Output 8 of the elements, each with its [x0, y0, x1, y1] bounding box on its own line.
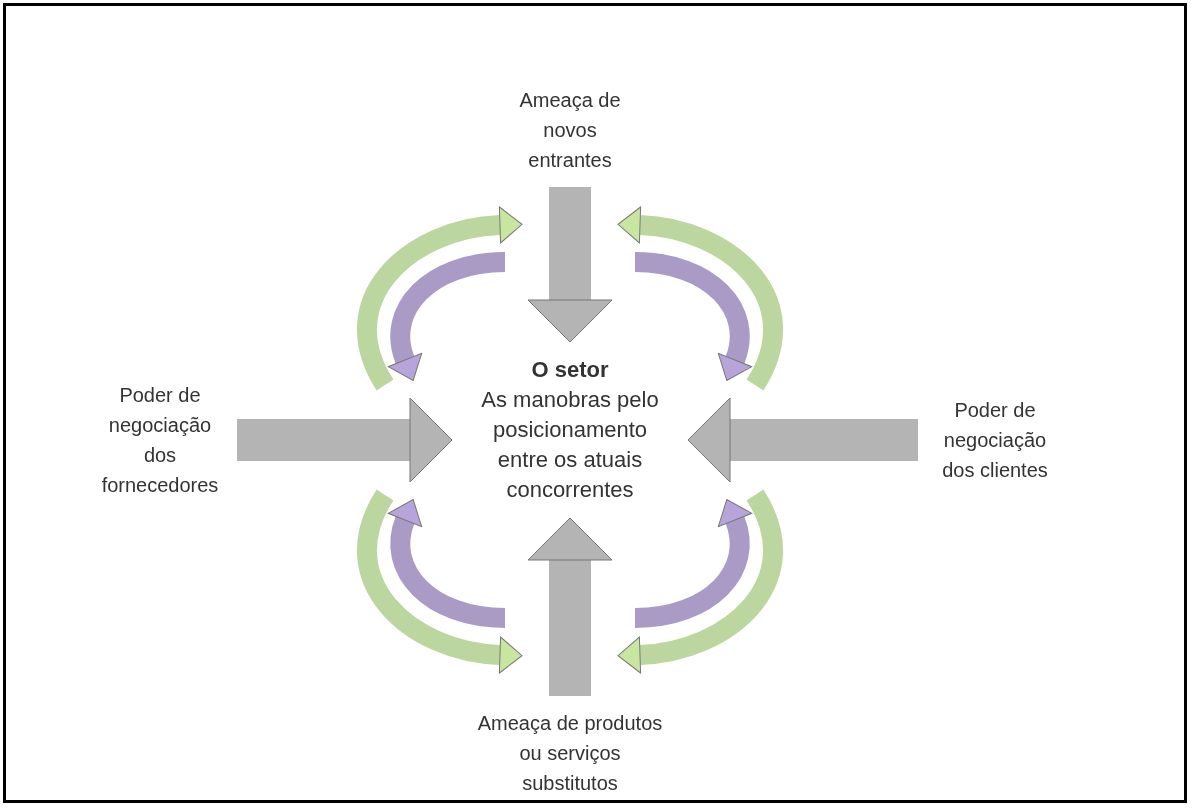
force-label: Ameaça de produtos ou serviços substitutos	[470, 708, 670, 798]
description: As manobras pelo posicionamento entre os atuais concorrentes	[480, 386, 660, 504]
force-label: Poder de negociação dos fornecedores	[95, 380, 225, 500]
block-arrow	[687, 397, 918, 483]
force-label: Ameaça de novos entrantes	[505, 85, 635, 175]
block-arrow	[237, 397, 453, 483]
heading: O setor	[530, 356, 610, 384]
force-label: Poder de negociação dos clientes	[930, 395, 1060, 485]
